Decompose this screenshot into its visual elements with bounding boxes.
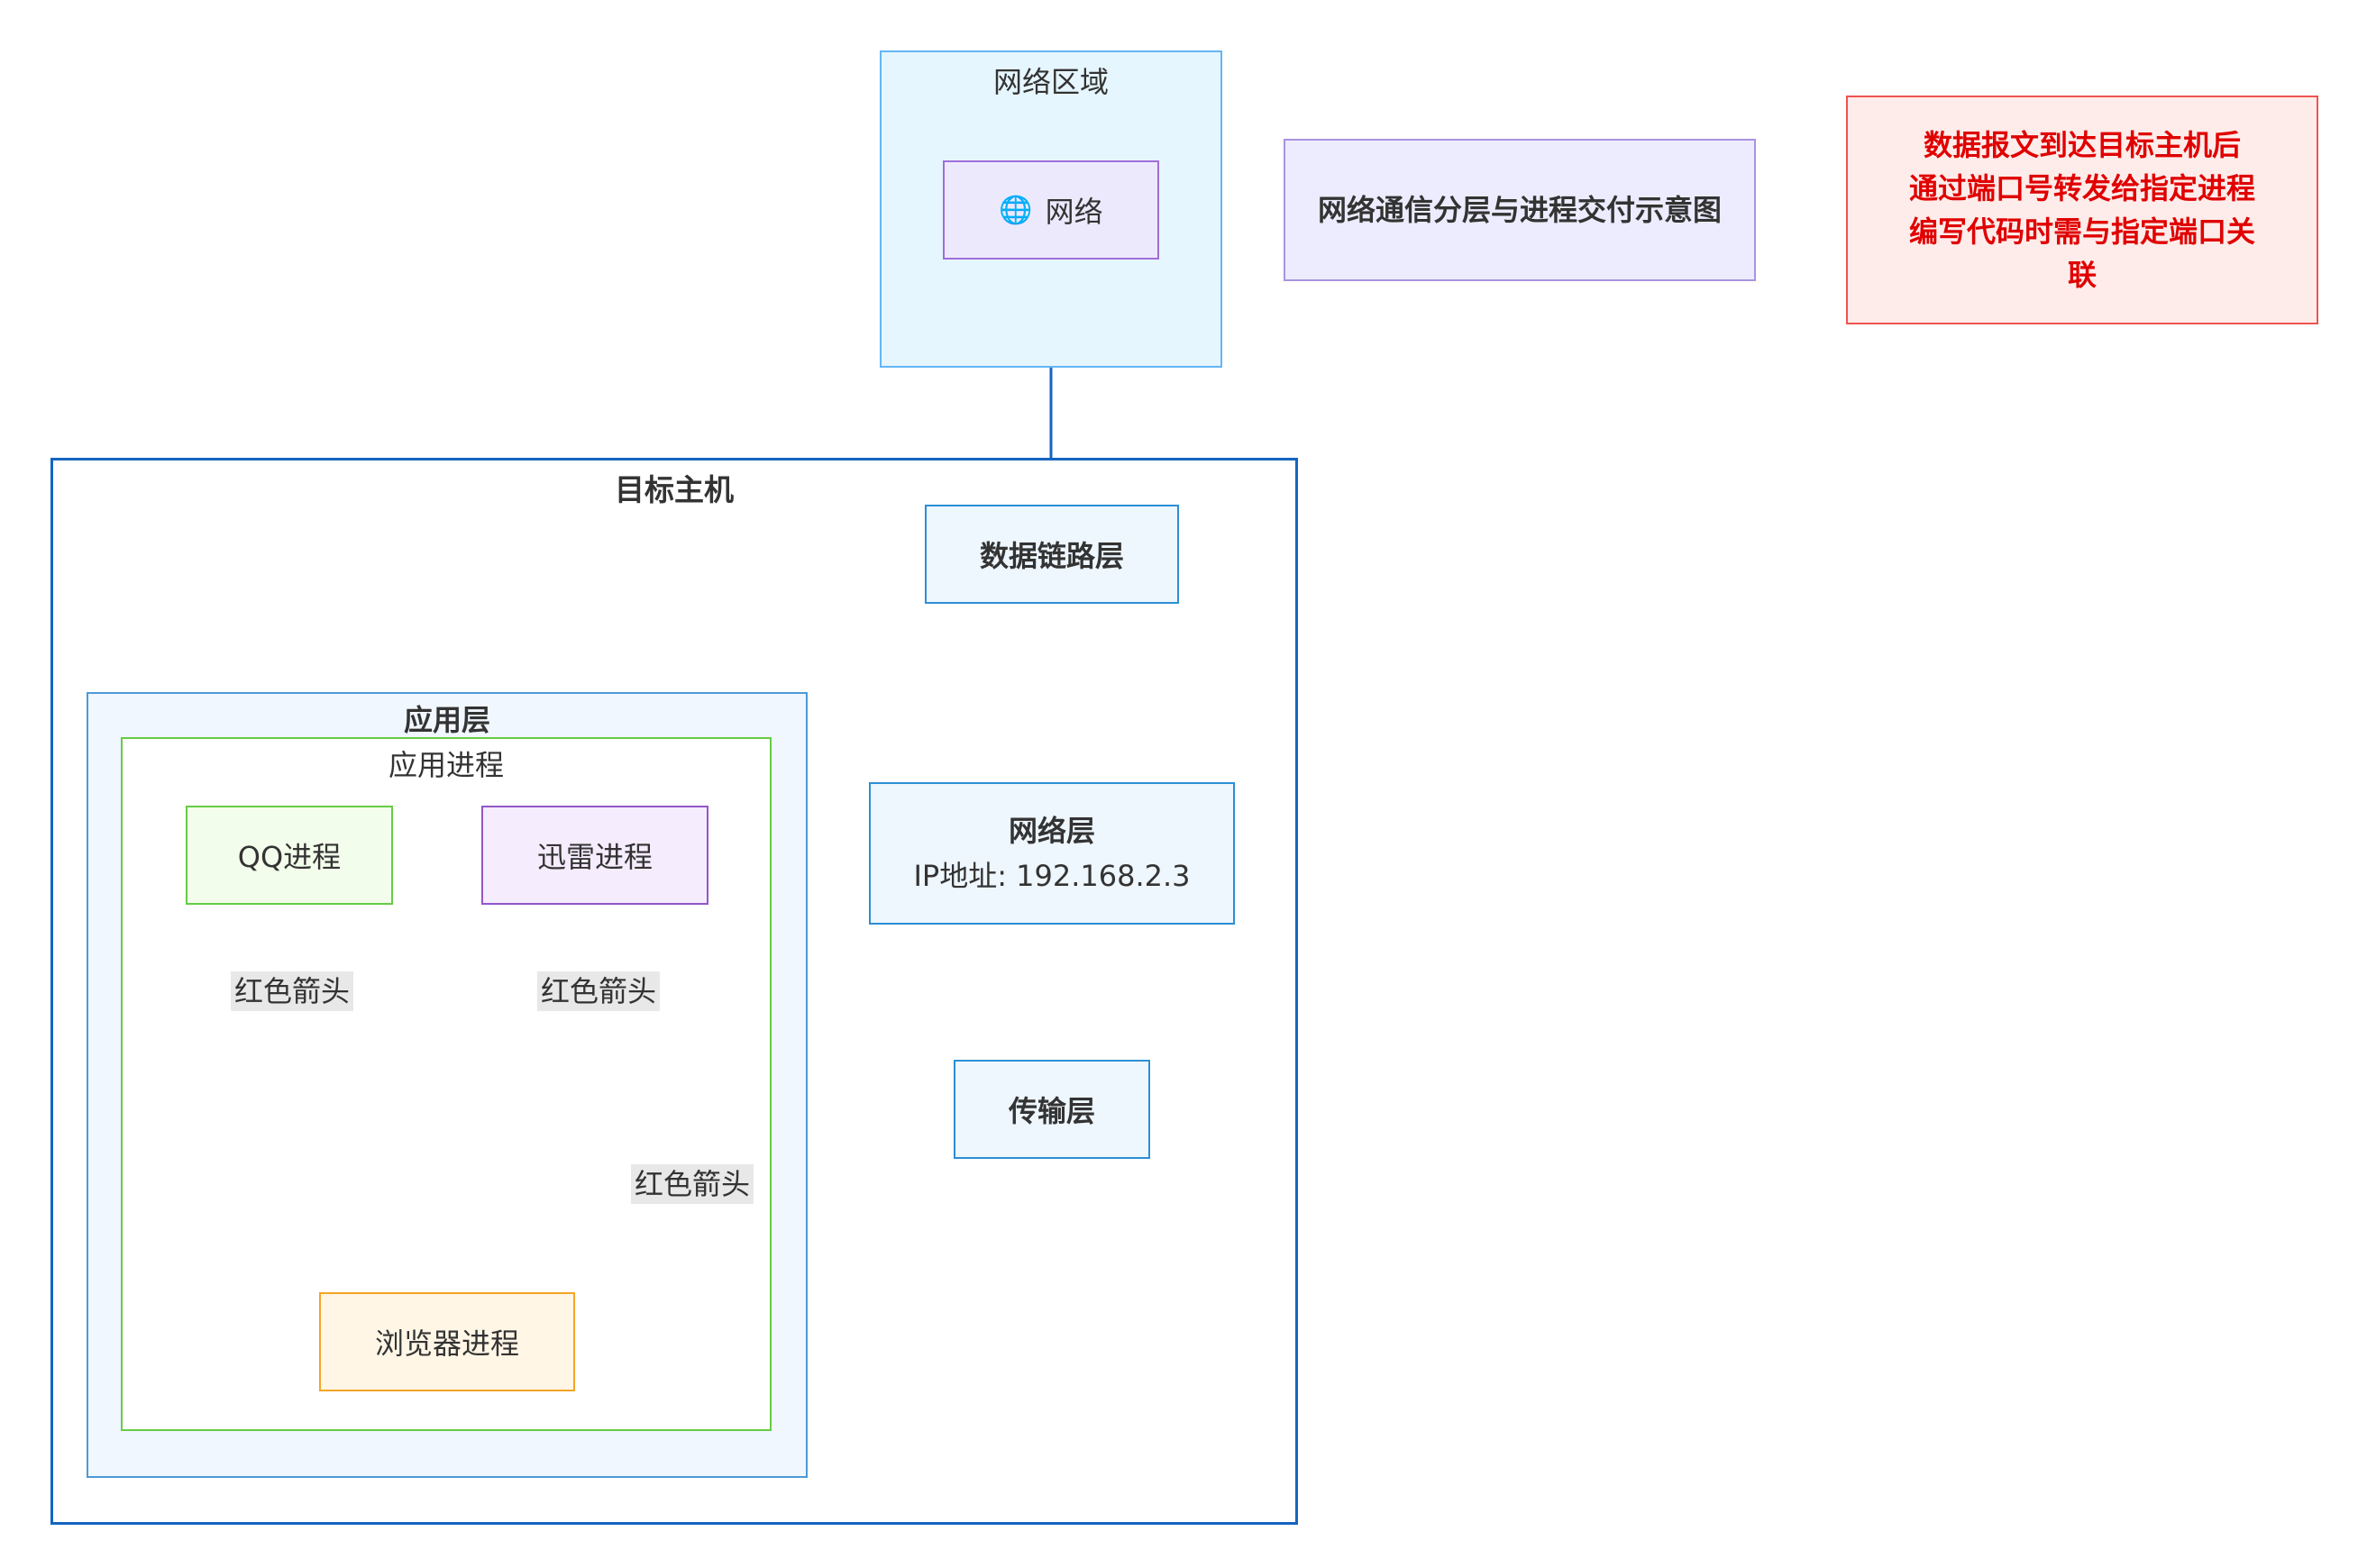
application-process-title: 应用进程 <box>388 748 504 782</box>
qq-edge-label: 红色箭头 <box>231 971 354 1011</box>
diagram-title-text: 网络通信分层与进程交付示意图 <box>1317 193 1722 227</box>
port-note-line: 联 <box>2067 258 2097 292</box>
network-node[interactable]: 🌐 网络 <box>943 160 1159 260</box>
network-zone-title: 网络区域 <box>992 65 1109 99</box>
data-link-layer-node[interactable]: 数据链路层 <box>925 505 1179 604</box>
network-layer-label: 网络层 <box>1008 814 1095 848</box>
browser-edge-label: 红色箭头 <box>631 1164 754 1204</box>
qq-process-label: QQ进程 <box>237 840 342 874</box>
browser-process-label: 浏览器进程 <box>374 1326 519 1361</box>
xunlei-edge-label: 红色箭头 <box>537 971 661 1011</box>
port-note: 数据报文到达目标主机后 通过端口号转发给指定进程 编写代码时需与指定端口关 联 <box>1846 96 2318 324</box>
port-note-line: 编写代码时需与指定端口关 <box>1908 214 2255 249</box>
transport-layer-node[interactable]: 传输层 <box>954 1060 1150 1159</box>
qq-process-node[interactable]: QQ进程 <box>186 806 393 905</box>
xunlei-process-node[interactable]: 迅雷进程 <box>481 806 708 905</box>
network-layer-node[interactable]: 网络层 IP地址: 192.168.2.3 <box>869 782 1235 925</box>
network-node-label: 网络 <box>1045 195 1103 229</box>
target-host-title: 目标主机 <box>615 472 734 507</box>
globe-icon: 🌐 <box>999 194 1033 226</box>
network-zone-cluster: 网络区域 <box>880 50 1222 368</box>
port-note-line: 通过端口号转发给指定进程 <box>1908 171 2255 205</box>
xunlei-process-label: 迅雷进程 <box>536 840 653 874</box>
diagram-title-note: 网络通信分层与进程交付示意图 <box>1284 139 1756 281</box>
browser-process-node[interactable]: 浏览器进程 <box>319 1292 575 1391</box>
data-link-layer-label: 数据链路层 <box>979 539 1124 573</box>
port-note-line: 数据报文到达目标主机后 <box>1923 128 2241 162</box>
application-layer-title: 应用层 <box>403 703 490 737</box>
transport-layer-label: 传输层 <box>1008 1094 1095 1128</box>
network-layer-ip: IP地址: 192.168.2.3 <box>913 859 1191 893</box>
